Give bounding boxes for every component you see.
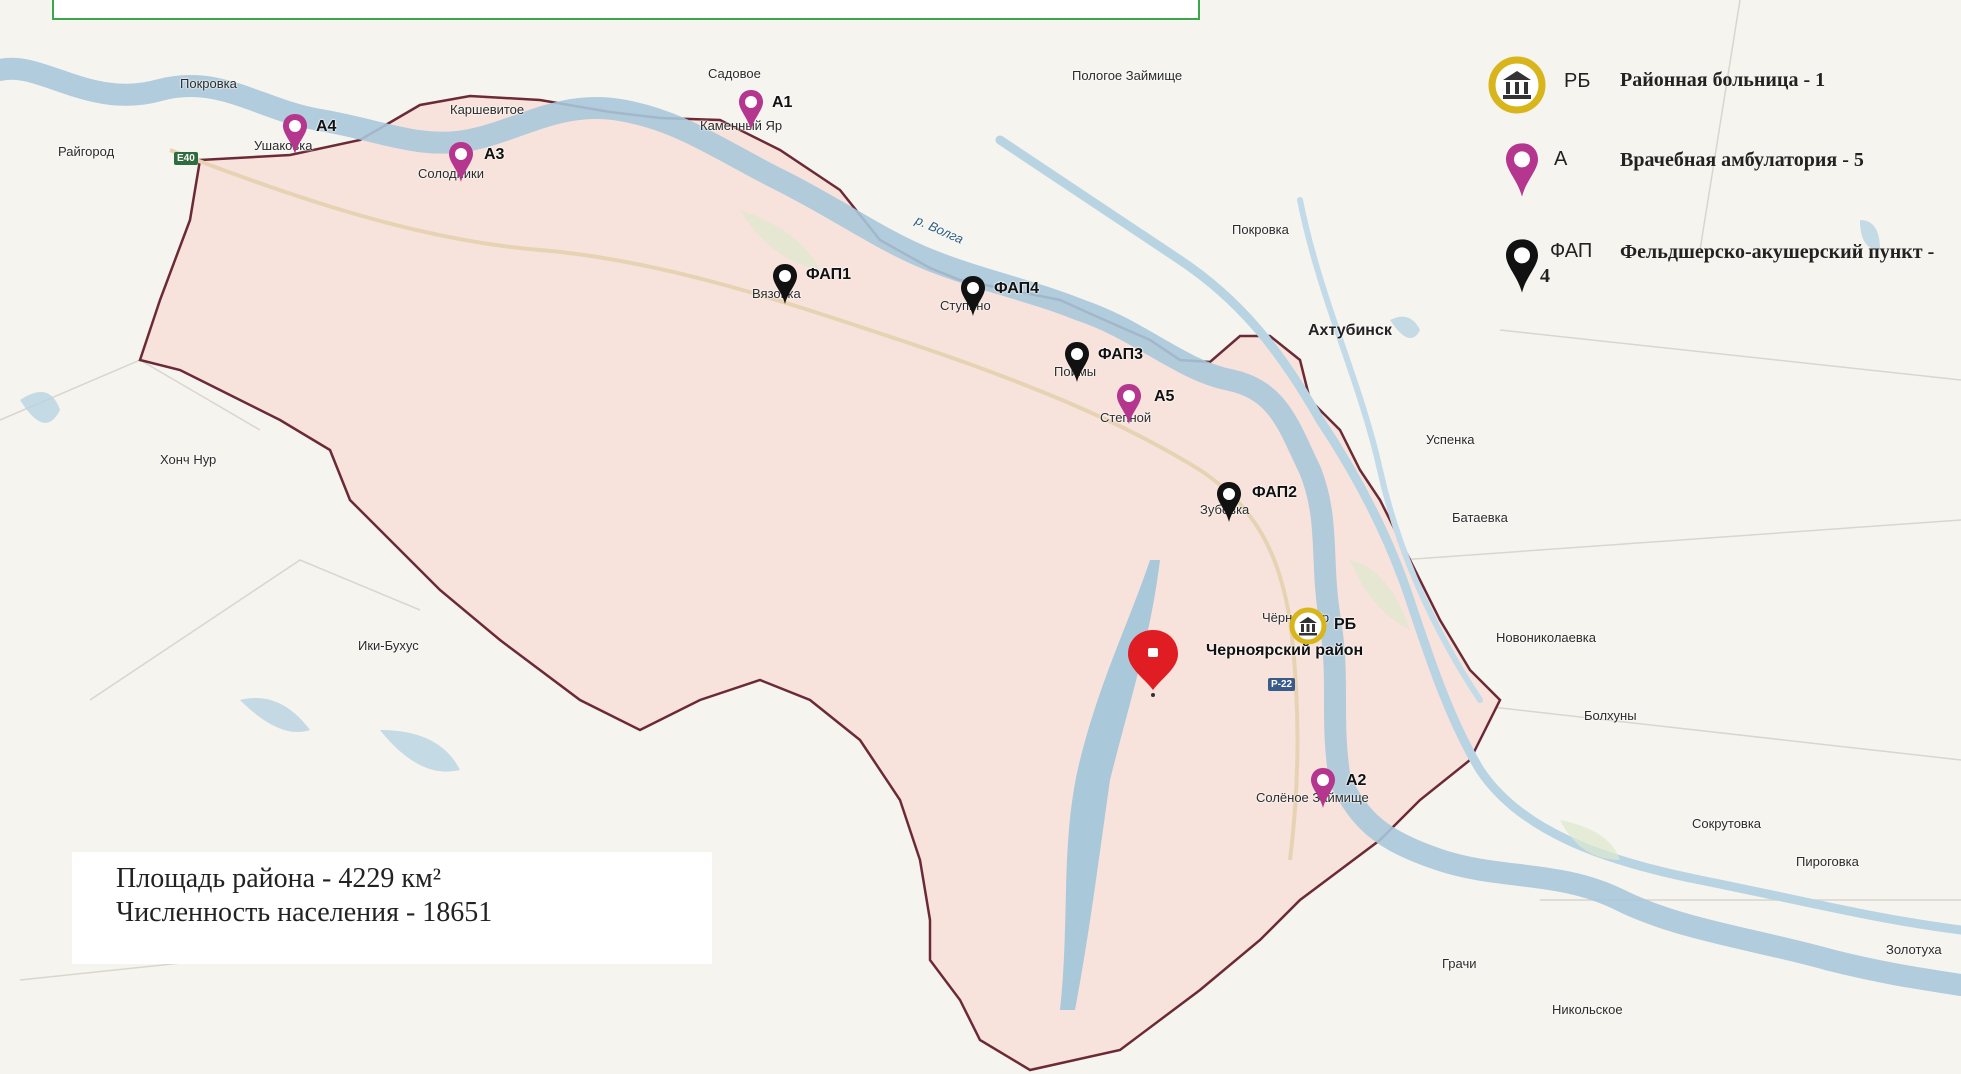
road-badge-e40: E40 <box>174 152 198 165</box>
place-khonch-nur: Хонч Нур <box>160 452 217 467</box>
place-kamenny-yar: Каменный Яр <box>700 118 783 133</box>
ambulatory-pin-icon[interactable] <box>446 140 476 184</box>
hospital-icon <box>1488 56 1546 114</box>
place-iki-bukhus: Ики-Бухус <box>358 638 419 653</box>
district-center-pin-icon[interactable] <box>1122 626 1184 698</box>
marker-label-rb: РБ <box>1334 616 1357 633</box>
marker-label-fap1: ФАП1 <box>806 266 851 283</box>
marker-label-fap2: ФАП2 <box>1252 484 1297 501</box>
place-pokrovka-w: Покровка <box>180 76 237 91</box>
district-label: Черноярский район <box>1206 642 1364 659</box>
magenta-pin-icon <box>1506 143 1538 197</box>
place-solyonoe: Солёное Займище <box>1256 790 1369 805</box>
fap-pin-icon[interactable] <box>958 274 988 318</box>
volga-river <box>0 57 1961 996</box>
marker-label-fap4: ФАП4 <box>994 280 1039 297</box>
marker-label-a4: А4 <box>316 118 337 135</box>
place-sadovoe: Садовое <box>708 66 761 81</box>
fap-pin-icon[interactable] <box>1062 340 1092 384</box>
ambulatory-pin-icon[interactable] <box>1114 382 1144 426</box>
header-strip <box>52 0 1200 20</box>
place-sokrutovka: Сокрутовка <box>1692 816 1762 831</box>
place-novonikolaevka: Новониколаевка <box>1496 630 1596 645</box>
place-grachi: Грачи <box>1442 956 1477 971</box>
stat-population: Численность населения - 18651 <box>116 897 493 928</box>
marker-label-a2: А2 <box>1346 772 1367 789</box>
place-pologoe: Пологое Займище <box>1072 68 1183 83</box>
marker-label-fap3: ФАП3 <box>1098 346 1143 363</box>
road-badge-p22: P-22 <box>1268 678 1296 691</box>
place-zolotukha: Золотуха <box>1886 942 1942 957</box>
akhtuba-river <box>995 135 1961 935</box>
marker-label-a3: А3 <box>484 146 505 163</box>
legend-code-fap: ФАП <box>1550 240 1593 262</box>
fap-pin-icon[interactable] <box>770 262 800 306</box>
place-akhtubinsk: Ахтубинск <box>1308 322 1392 339</box>
ambulatory-pin-icon[interactable] <box>736 88 766 132</box>
fap-pin-icon[interactable] <box>1214 480 1244 524</box>
place-uspenka: Успенка <box>1426 432 1475 447</box>
place-raygorod: Райгород <box>58 144 115 159</box>
legend-text-fap: Фельдшерско-акушерский пункт - 4 <box>1540 241 1935 287</box>
place-pirogovka: Пироговка <box>1796 854 1859 869</box>
place-bataevka: Батаевка <box>1452 510 1508 525</box>
legend: РБ Районная больница - 1 А Врачебная амб… <box>1480 52 1950 312</box>
place-nikolskoe: Никольское <box>1552 1002 1623 1017</box>
place-stepnoy: Степной <box>1100 410 1152 425</box>
legend-text-ambulatory: Врачебная амбулатория - 5 <box>1620 149 1864 171</box>
district-stats: Площадь района - 4229 км² Численность на… <box>72 852 712 964</box>
marker-label-a1: А1 <box>772 94 793 111</box>
legend-text-hospital: Районная больница - 1 <box>1620 69 1826 91</box>
ambulatory-pin-icon[interactable] <box>280 112 310 156</box>
inner-lake <box>1060 560 1160 1010</box>
place-bolkhuny: Болхуны <box>1584 708 1637 723</box>
legend-code-rb: РБ <box>1564 70 1591 92</box>
hospital-icon[interactable] <box>1288 606 1328 646</box>
place-pokrovka-e: Покровка <box>1232 222 1289 237</box>
ambulatory-pin-icon[interactable] <box>1308 766 1338 810</box>
place-karshevitoe: Каршевитое <box>450 102 525 117</box>
stat-area: Площадь района - 4229 км² <box>116 863 442 894</box>
place-solodniki: Солодники <box>418 166 484 181</box>
black-pin-icon <box>1506 239 1538 293</box>
marker-label-a5: А5 <box>1154 388 1175 405</box>
legend-code-a: А <box>1554 148 1568 170</box>
